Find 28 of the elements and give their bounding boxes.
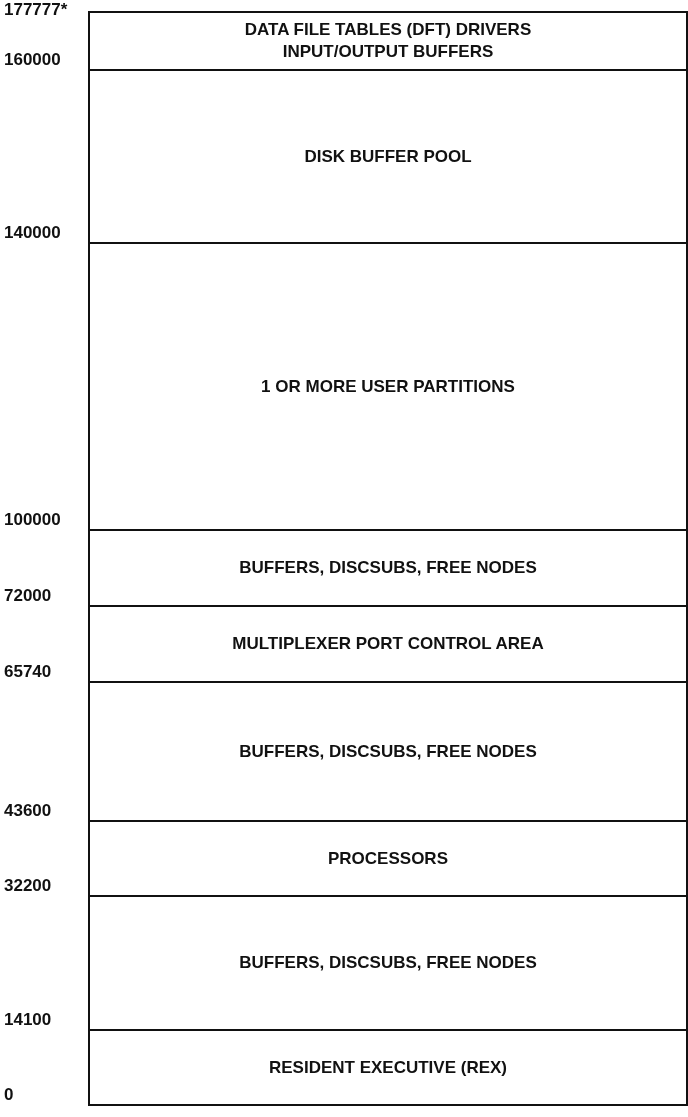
- memory-segment: [88, 529, 688, 607]
- address-label: 100000: [4, 510, 61, 530]
- segment-label: BUFFERS, DISCSUBS, FREE NODES: [239, 557, 537, 579]
- memory-segment: [88, 69, 688, 244]
- segment-label: PROCESSORS: [328, 847, 448, 870]
- address-label: 32200: [4, 876, 52, 896]
- segment-label: 1 OR MORE USER PARTITIONS: [261, 375, 515, 398]
- memory-segment: [88, 1029, 688, 1106]
- address-label: 177777*: [4, 0, 68, 20]
- segment-label: BUFFERS, DISCSUBS, FREE NODES: [239, 740, 537, 763]
- address-label: 160000: [4, 50, 61, 70]
- address-label: 65740: [4, 662, 52, 682]
- address-label: 14100: [4, 1010, 52, 1030]
- segment-label: BUFFERS, DISCSUBS, FREE NODES: [239, 952, 537, 974]
- memory-segment: [88, 605, 688, 683]
- memory-segment: [88, 11, 688, 71]
- address-label: 72000: [4, 586, 52, 606]
- memory-segment: [88, 681, 688, 822]
- segment-label: RESIDENT EXECUTIVE (REX): [268, 1056, 507, 1079]
- memory-segment: [88, 895, 688, 1031]
- memory-segment: [88, 242, 688, 531]
- address-label: 43600: [4, 801, 52, 821]
- segment-label: MULTIPLEXER PORT CONTROL AREA: [232, 633, 544, 655]
- memory-segment: [88, 820, 688, 897]
- address-label: 0: [4, 1085, 14, 1105]
- segment-label: DATA FILE TABLES (DFT) DRIVERS INPUT/OUTPUT BUFFERS: [243, 19, 533, 63]
- segment-label: DISK BUFFER POOL: [304, 145, 472, 168]
- address-label: 140000: [4, 223, 61, 243]
